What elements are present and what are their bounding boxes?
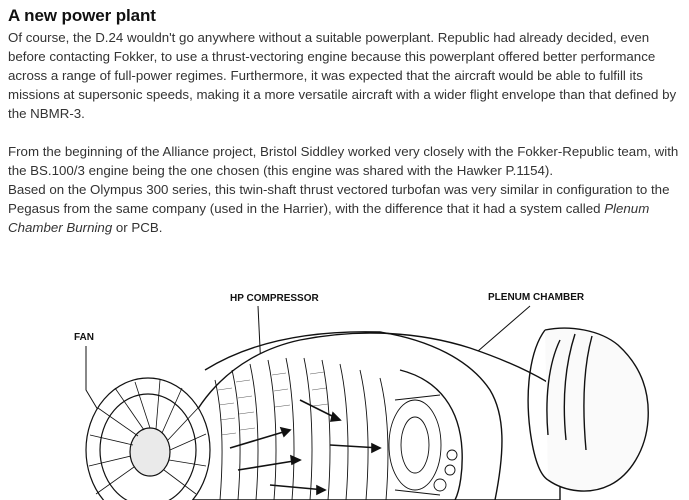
section-heading: A new power plant — [8, 6, 156, 25]
pcb-text-suffix: or PCB. — [112, 220, 163, 235]
paragraph-bristol-siddley: From the beginning of the Alliance proje… — [8, 144, 679, 178]
airflow-arrows — [229, 399, 382, 496]
fan-disc — [85, 377, 211, 500]
engine-cutaway-figure: HP COMPRESSOR PLENUM CHAMBER FAN — [0, 270, 689, 500]
compressor-stages — [214, 357, 389, 500]
paragraph-olympus-pcb: Based on the Olympus 300 series, this tw… — [8, 180, 686, 237]
engine-cutaway-drawing: HP COMPRESSOR PLENUM CHAMBER FAN — [74, 292, 649, 500]
pcb-text-prefix: Based on the Olympus 300 series, this tw… — [8, 182, 670, 216]
article: A new power plant Of course, the D.24 wo… — [8, 6, 686, 237]
pcb-emphasis: Plenum Chamber Burning — [8, 201, 650, 235]
paragraph-powerplant-intro: Of course, the D.24 wouldn't go anywhere… — [8, 30, 677, 121]
plenum-chamber-label: PLENUM CHAMBER — [488, 292, 585, 303]
hp-compressor-label: HP COMPRESSOR — [230, 293, 319, 304]
engine-body — [169, 327, 649, 500]
fan-label: FAN — [74, 332, 94, 343]
compressor-hatching — [217, 371, 329, 436]
combustor-detail — [388, 394, 458, 496]
